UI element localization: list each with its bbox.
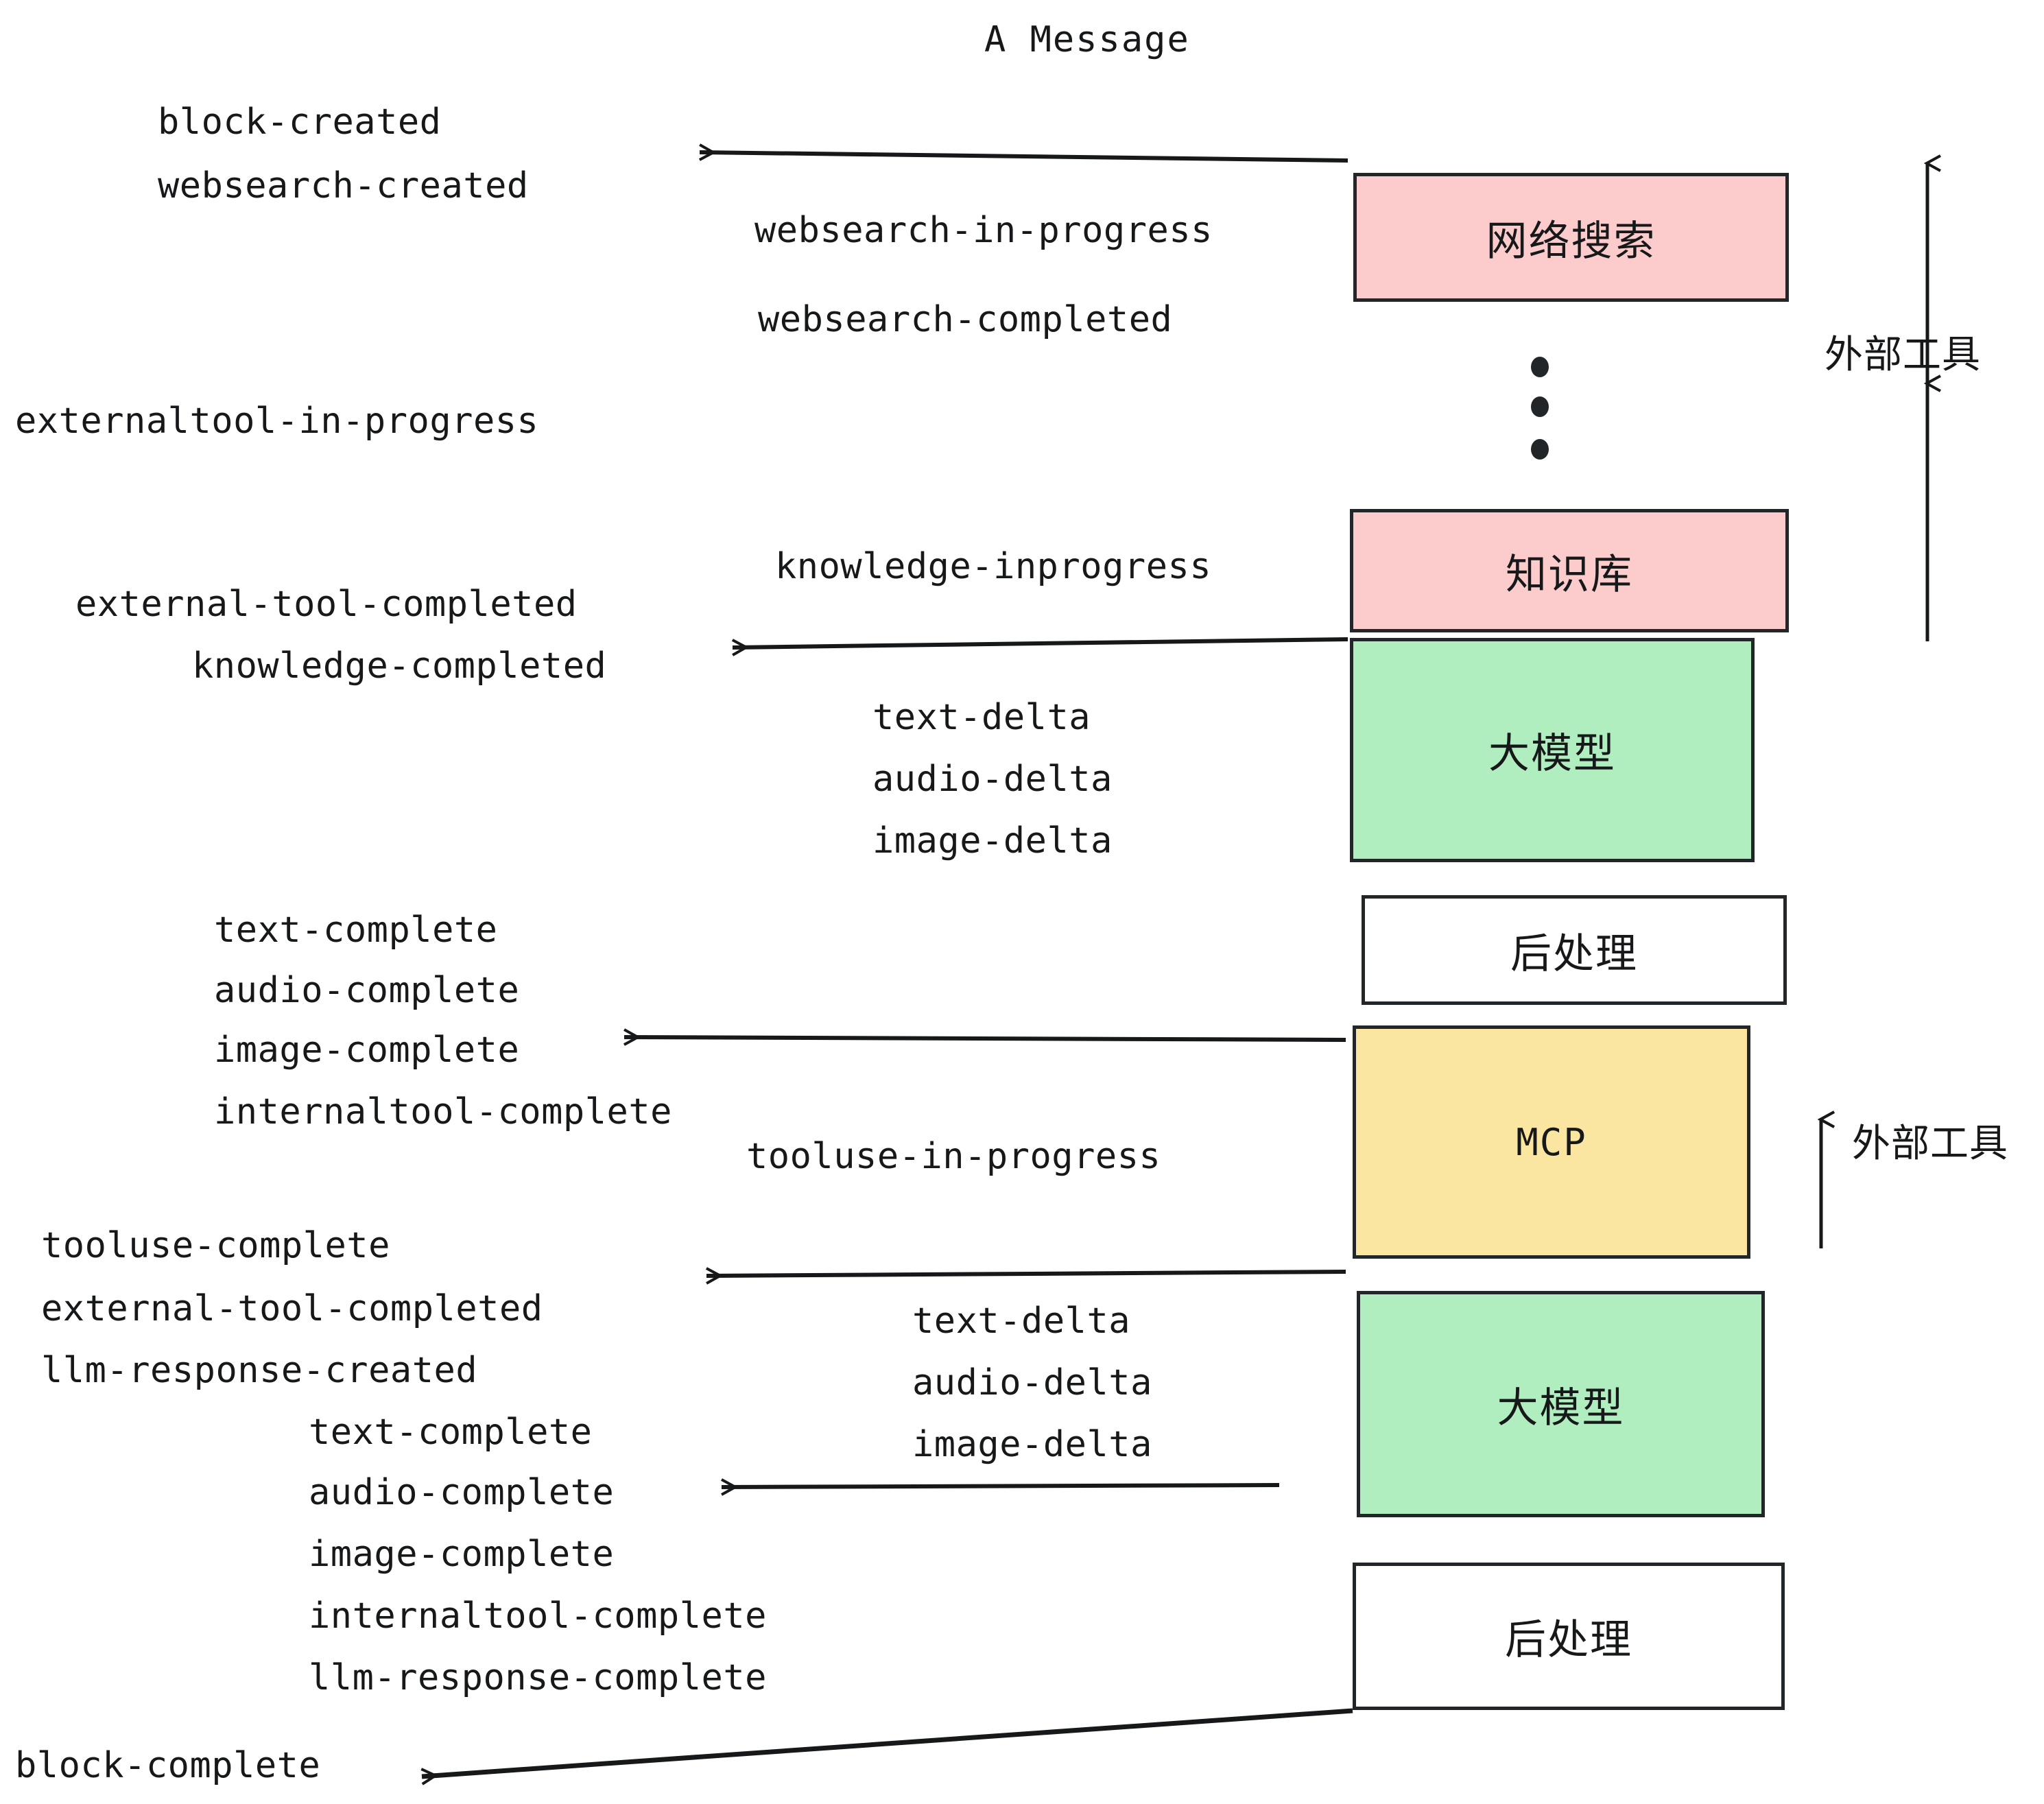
- event-text-delta-2: text-delta: [912, 1301, 1131, 1342]
- ellipsis-dot: [1531, 357, 1549, 377]
- arrow-llm2-to-audio-complete: [722, 1485, 1280, 1487]
- event-audio-delta-1: audio-delta: [872, 759, 1113, 800]
- node-websearch-label: 网络搜索: [1486, 217, 1656, 265]
- node-postprocess-1-label: 后处理: [1510, 929, 1638, 978]
- event-block-complete: block-complete: [15, 1745, 321, 1786]
- arrow-mcp-to-tooluse-complete: [706, 1272, 1346, 1276]
- event-text-complete-2: text-complete: [309, 1412, 593, 1453]
- event-external-tool-completed-2: external-tool-completed: [41, 1288, 543, 1329]
- arrow-postprocess2-to-block-complete: [422, 1708, 1353, 1777]
- node-knowledge[interactable]: 知识库: [1350, 509, 1789, 632]
- event-image-delta-2: image-delta: [912, 1424, 1152, 1465]
- event-external-tool-completed-1: external-tool-completed: [75, 584, 578, 625]
- node-websearch[interactable]: 网络搜索: [1353, 173, 1789, 302]
- event-audio-delta-2: audio-delta: [912, 1362, 1152, 1403]
- event-llm-response-created: llm-response-created: [41, 1350, 478, 1391]
- event-text-delta-1: text-delta: [872, 697, 1091, 738]
- node-mcp[interactable]: MCP: [1353, 1025, 1750, 1259]
- side-label-external-tools-top: 外部工具: [1825, 333, 1981, 377]
- arrow-websearch-to-created: [700, 152, 1348, 163]
- diagram-title: A Message: [984, 19, 1190, 60]
- side-label-external-tools-bottom: 外部工具: [1852, 1121, 2008, 1166]
- event-knowledge-inprogress: knowledge-inprogress: [775, 546, 1212, 587]
- event-tooluse-complete: tooluse-complete: [41, 1225, 390, 1266]
- node-llm-2-label: 大模型: [1497, 1384, 1625, 1432]
- arrow-postprocess1-to-image-complete: [624, 1037, 1346, 1040]
- event-websearch-completed: websearch-completed: [758, 299, 1173, 340]
- node-llm-2[interactable]: 大模型: [1357, 1291, 1765, 1517]
- ellipsis-dot: [1531, 439, 1549, 460]
- event-internaltool-complete-2: internaltool-complete: [309, 1595, 767, 1637]
- node-postprocess-2-label: 后处理: [1505, 1616, 1632, 1664]
- event-block-created: block-created: [158, 102, 442, 143]
- event-image-complete-2: image-complete: [309, 1534, 615, 1575]
- event-llm-response-complete: llm-response-complete: [309, 1657, 767, 1698]
- event-tooluse-in-progress: tooluse-in-progress: [746, 1136, 1161, 1177]
- node-knowledge-label: 知识库: [1506, 550, 1633, 599]
- node-postprocess-1[interactable]: 后处理: [1362, 895, 1787, 1005]
- node-llm-1-label: 大模型: [1488, 730, 1616, 778]
- event-text-complete-1: text-complete: [214, 910, 498, 951]
- event-externaltool-in-progress: externaltool-in-progress: [15, 401, 539, 442]
- node-postprocess-2[interactable]: 后处理: [1353, 1563, 1785, 1710]
- ellipsis-dot: [1531, 396, 1549, 417]
- event-websearch-in-progress: websearch-in-progress: [754, 210, 1213, 251]
- node-mcp-label: MCP: [1516, 1120, 1587, 1164]
- event-internaltool-complete-1: internaltool-complete: [214, 1091, 672, 1132]
- node-llm-1[interactable]: 大模型: [1350, 638, 1755, 862]
- event-image-complete-1: image-complete: [214, 1030, 520, 1071]
- event-audio-complete-1: audio-complete: [214, 970, 520, 1011]
- arrow-knowledge-to-completed: [733, 637, 1348, 648]
- event-image-delta-1: image-delta: [872, 820, 1113, 862]
- event-audio-complete-2: audio-complete: [309, 1472, 615, 1513]
- event-knowledge-completed: knowledge-completed: [192, 645, 607, 687]
- event-websearch-created: websearch-created: [158, 165, 529, 206]
